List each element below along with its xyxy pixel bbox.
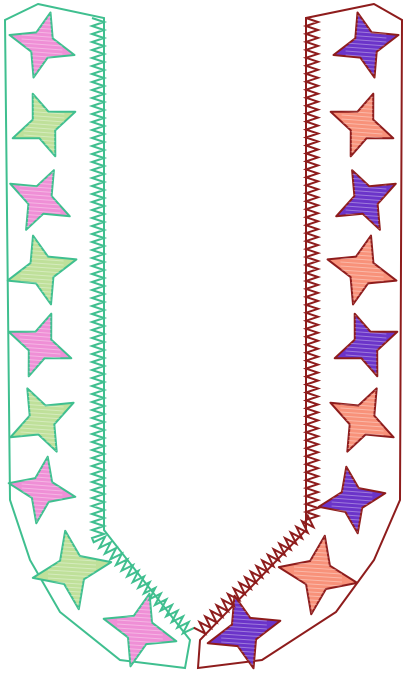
left-leaf-3	[9, 169, 71, 231]
left-leaf-2	[11, 92, 77, 158]
left-leaf-4-shape	[6, 234, 78, 306]
right-leaf-2-shape	[329, 92, 395, 158]
right-leaf-1	[332, 11, 400, 79]
left-leaf-8-shape	[31, 529, 113, 611]
left-leaf-5	[7, 312, 73, 378]
right-outline	[196, 2, 404, 670]
right-leaf-4	[326, 234, 398, 306]
left-zigzag-border	[88, 17, 195, 636]
left-leaf-6	[9, 387, 75, 453]
right-leaf-4-shape	[326, 234, 398, 306]
left-leaf-9-shape	[102, 592, 178, 668]
left-leaf-4	[6, 234, 78, 306]
right-leaf-9-shape	[206, 594, 282, 670]
left-leaf-7-shape	[7, 455, 77, 525]
right-leaf-6	[329, 387, 395, 453]
right-leaf-5	[333, 312, 399, 378]
right-leaf-3-shape	[335, 169, 397, 231]
left-leaf-7	[7, 455, 77, 525]
left-leaf-5-shape	[7, 312, 73, 378]
right-leaf-6-shape	[329, 387, 395, 453]
left-leaf-1	[8, 11, 76, 79]
right-leaf-3	[335, 169, 397, 231]
right-leaf-7	[317, 465, 387, 535]
left-leaf-8	[31, 529, 113, 611]
right-zigzag-border	[193, 17, 322, 636]
right-leaf-7-shape	[317, 465, 387, 535]
left-leaf-6-shape	[9, 387, 75, 453]
right-leaf-8-shape	[277, 534, 359, 616]
left-outline	[3, 2, 192, 670]
left-leaf-2-shape	[11, 92, 77, 158]
left-leaf-1-shape	[8, 11, 76, 79]
right-leaf-5-shape	[333, 312, 399, 378]
left-leaf-3-shape	[9, 169, 71, 231]
right-leaf-2	[329, 92, 395, 158]
right-leaf-1-shape	[332, 11, 400, 79]
